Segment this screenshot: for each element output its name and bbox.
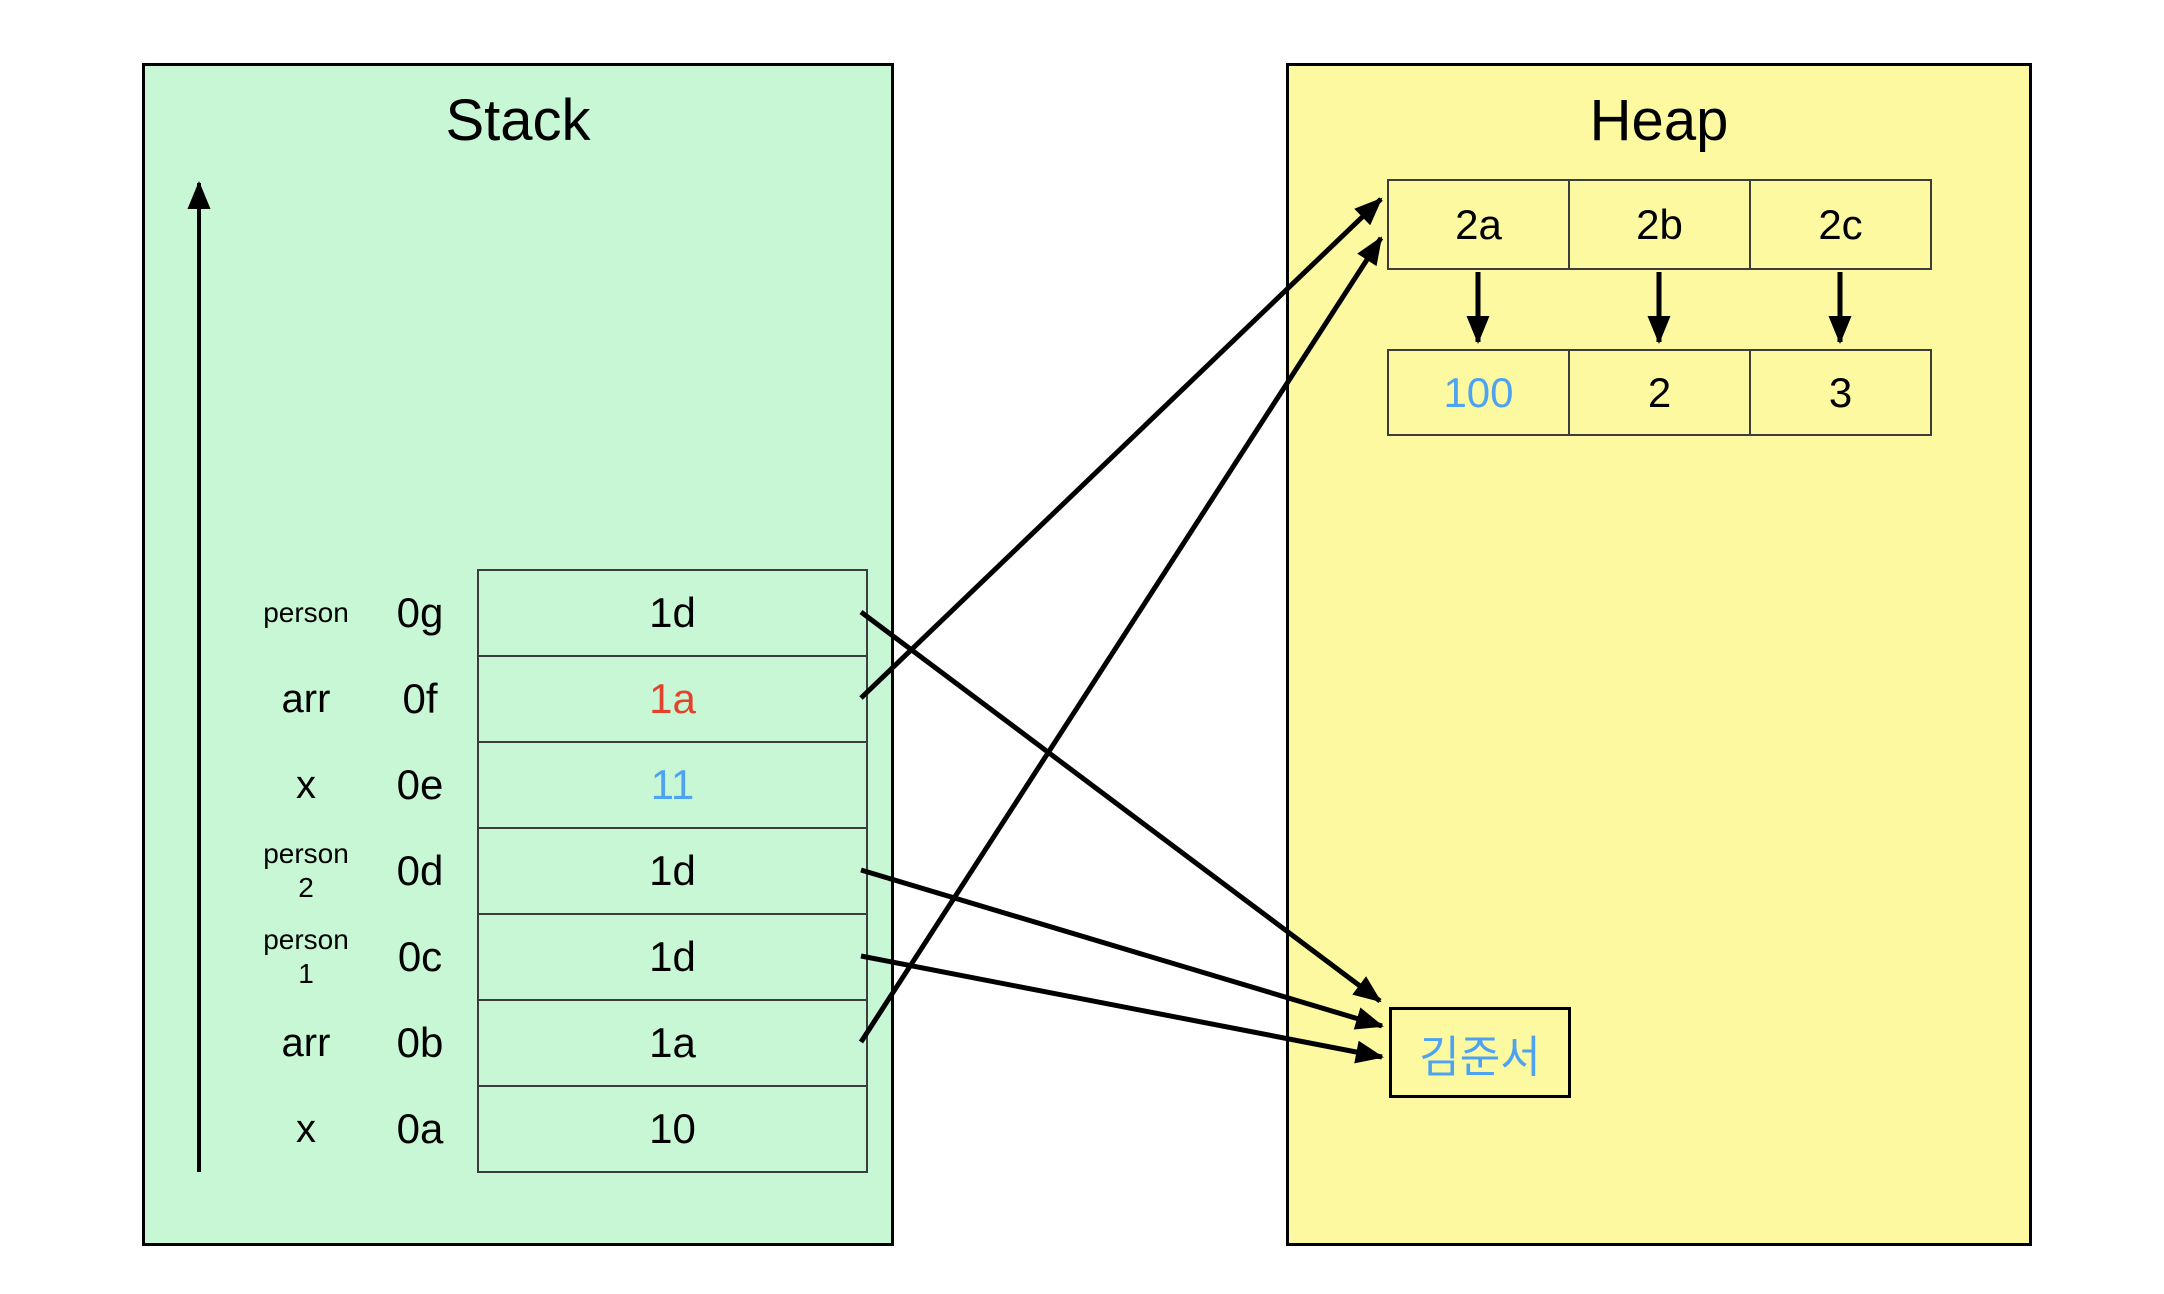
variable-name-label: arr <box>281 1021 331 1065</box>
memory-address-label: 0d <box>396 847 444 894</box>
heap-array-value-cell: 3 <box>1749 349 1932 436</box>
heap-object-box: 김준서 <box>1389 1007 1571 1098</box>
stack-value-cell: 1d <box>477 913 868 1001</box>
heap-array-cell: 2b <box>1568 179 1751 270</box>
memory-address-label: 0f <box>402 675 438 722</box>
stack-frame-row: arr 0f 1a <box>216 655 868 743</box>
stack-value-cell: 1d <box>477 827 868 915</box>
stack-value-cell: 11 <box>477 741 868 829</box>
heap-array-address-row: 2a 2b 2c <box>1387 179 1932 270</box>
heap-array-value-cell: 2 <box>1568 349 1751 436</box>
memory-address-label: 0b <box>396 1019 444 1066</box>
heap-object-value: 김준서 <box>1419 1032 1541 1082</box>
stack-title: Stack <box>445 88 591 153</box>
memory-address-label: 0e <box>396 761 444 808</box>
heap-array-cell: 2c <box>1749 179 1932 270</box>
heap-array-value-cell: 100 <box>1387 349 1570 436</box>
heap-array-value-row: 100 2 3 <box>1387 349 1932 436</box>
memory-address-label: 0a <box>396 1105 444 1152</box>
stack-frame-row: x 0e 11 <box>216 741 868 829</box>
stack-frame-row: person 0g 1d <box>216 569 868 657</box>
heap-array-cell: 2a <box>1387 179 1570 270</box>
memory-address-label: 0c <box>397 933 443 980</box>
stack-frame-row: x 0a 10 <box>216 1085 868 1173</box>
variable-name-label: person <box>263 597 349 629</box>
memory-address-label: 0g <box>396 589 444 636</box>
variable-name-label: x <box>296 1107 316 1151</box>
stack-frame-row: arr 0b 1a <box>216 999 868 1087</box>
stack-value-cell: 1a <box>477 655 868 743</box>
heap-title: Heap <box>1589 88 1729 153</box>
variable-name-label: arr <box>281 677 331 721</box>
stack-value-cell: 10 <box>477 1085 868 1173</box>
variable-name-label: x <box>296 763 316 807</box>
stack-value-cell: 1d <box>477 569 868 657</box>
stack-value-cell: 1a <box>477 999 868 1087</box>
